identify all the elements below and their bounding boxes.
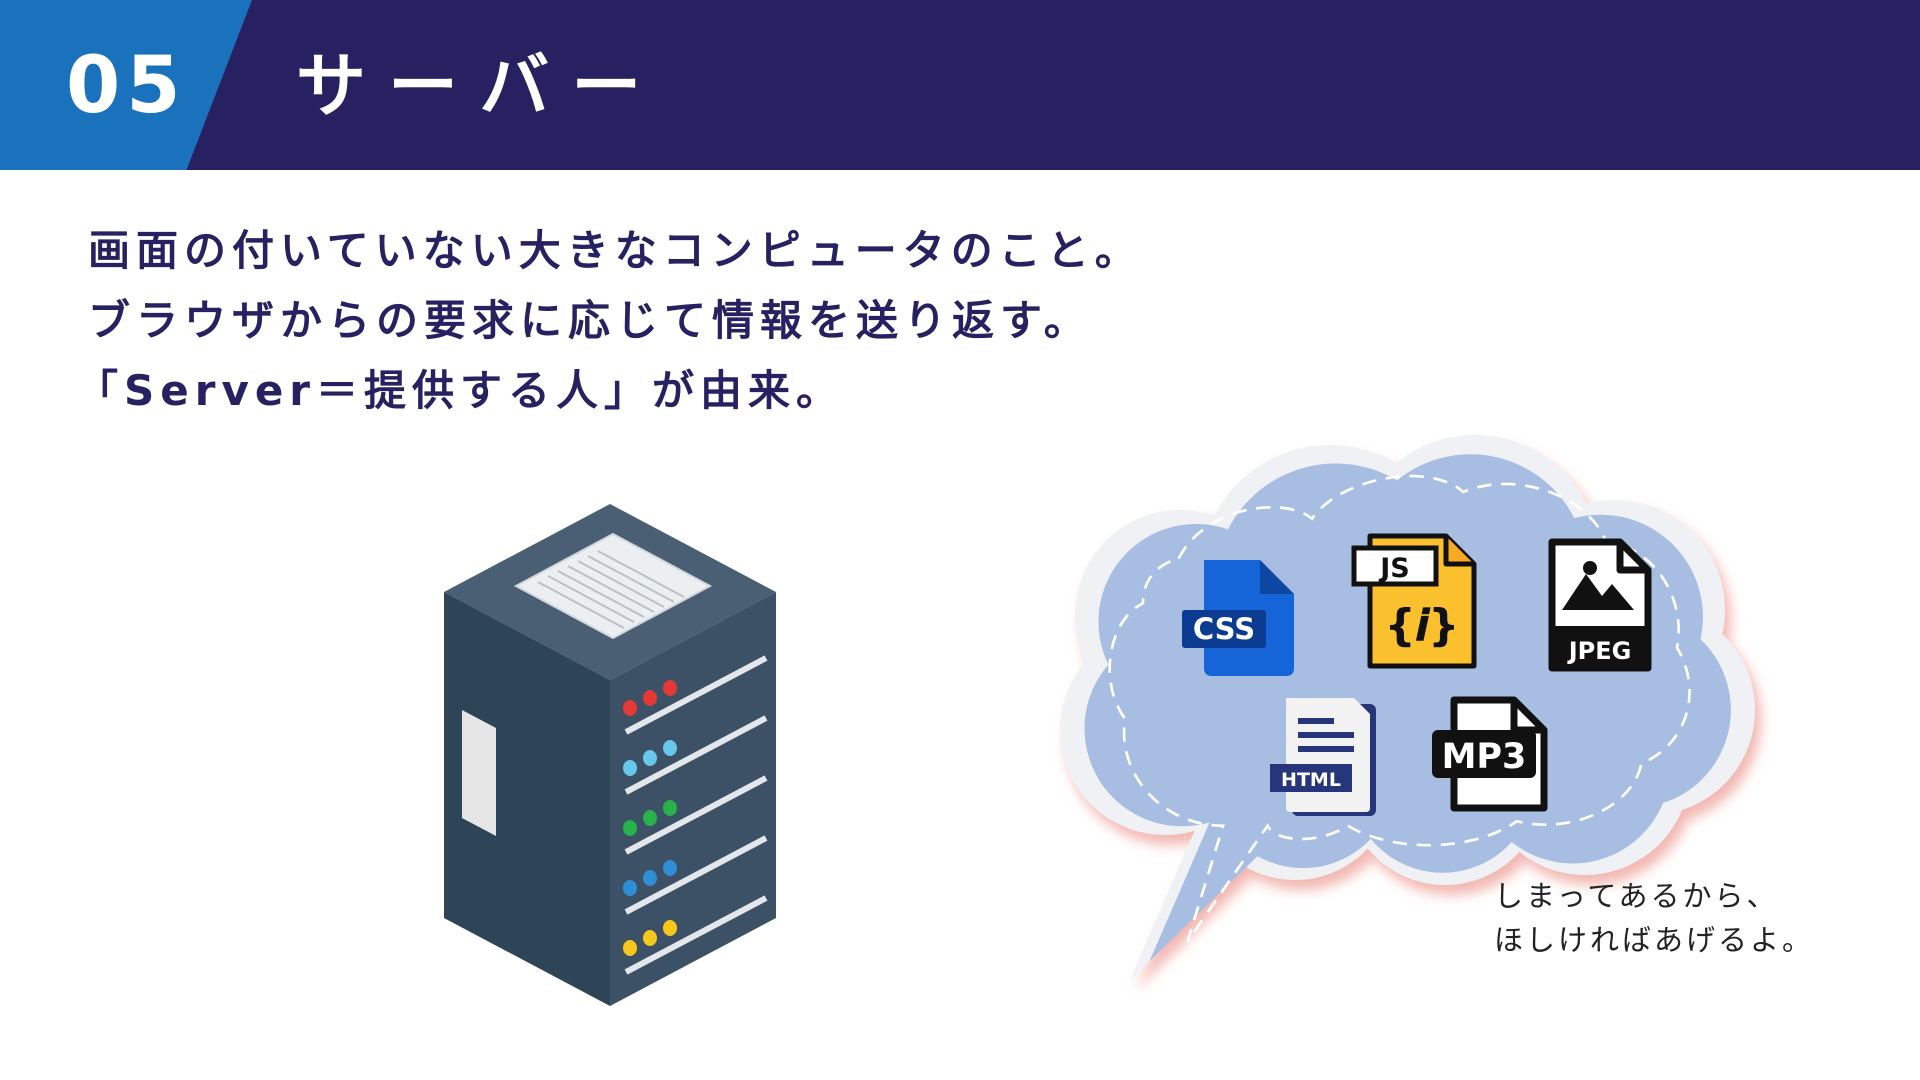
server-rack-slots bbox=[624, 655, 768, 975]
description: 画面の付いていない大きなコンピュータのこと。 ブラウザからの要求に応じて情報を送… bbox=[76, 216, 1288, 426]
css-file-label: CSS bbox=[1193, 612, 1255, 646]
jpeg-file-label: JPEG bbox=[1567, 637, 1632, 665]
mp3-file-icon: MP3 bbox=[1432, 696, 1548, 812]
status-leds-blue bbox=[623, 860, 677, 896]
section-number: 05 bbox=[66, 41, 187, 131]
js-file-icon: JS {𝒊} bbox=[1351, 533, 1477, 669]
css-file-icon: CSS bbox=[1182, 560, 1294, 676]
status-leds-yellow bbox=[623, 920, 677, 956]
js-braces-glyph: {𝒊} bbox=[1385, 600, 1460, 651]
bubble-caption-line-1: しまってあるから、 bbox=[1494, 879, 1779, 913]
bubble-caption: しまってあるから、 ほしければあげるよ。 bbox=[1494, 874, 1824, 962]
status-leds-cyan bbox=[623, 740, 677, 776]
html-file-label: HTML bbox=[1281, 769, 1341, 791]
description-line-2: ブラウザからの要求に応じて情報を送り返す。 bbox=[88, 296, 1092, 345]
page-title: サーバー bbox=[296, 45, 664, 127]
js-file-label: JS bbox=[1378, 553, 1410, 584]
html-file-icon: HTML bbox=[1270, 698, 1376, 816]
server-top-vent bbox=[513, 532, 713, 640]
bubble-stitch bbox=[1108, 474, 1691, 943]
description-line-3: 「Server＝提供する人」が由来。 bbox=[76, 366, 845, 415]
status-leds-red bbox=[623, 680, 677, 716]
description-line-1: 画面の付いていない大きなコンピュータのこと。 bbox=[88, 226, 1143, 275]
mp3-file-label: MP3 bbox=[1442, 737, 1527, 777]
bubble-caption-line-2: ほしければあげるよ。 bbox=[1494, 923, 1815, 957]
server-left-face bbox=[444, 592, 610, 1006]
speech-bubble bbox=[1060, 435, 1761, 990]
header-bar: 05 サーバー bbox=[0, 0, 1920, 170]
server-vent-lines bbox=[537, 550, 685, 629]
server-illustration bbox=[444, 504, 776, 1006]
status-leds-green bbox=[623, 800, 677, 836]
jpeg-file-icon: JPEG bbox=[1548, 538, 1652, 672]
server-side-panel bbox=[462, 710, 496, 836]
